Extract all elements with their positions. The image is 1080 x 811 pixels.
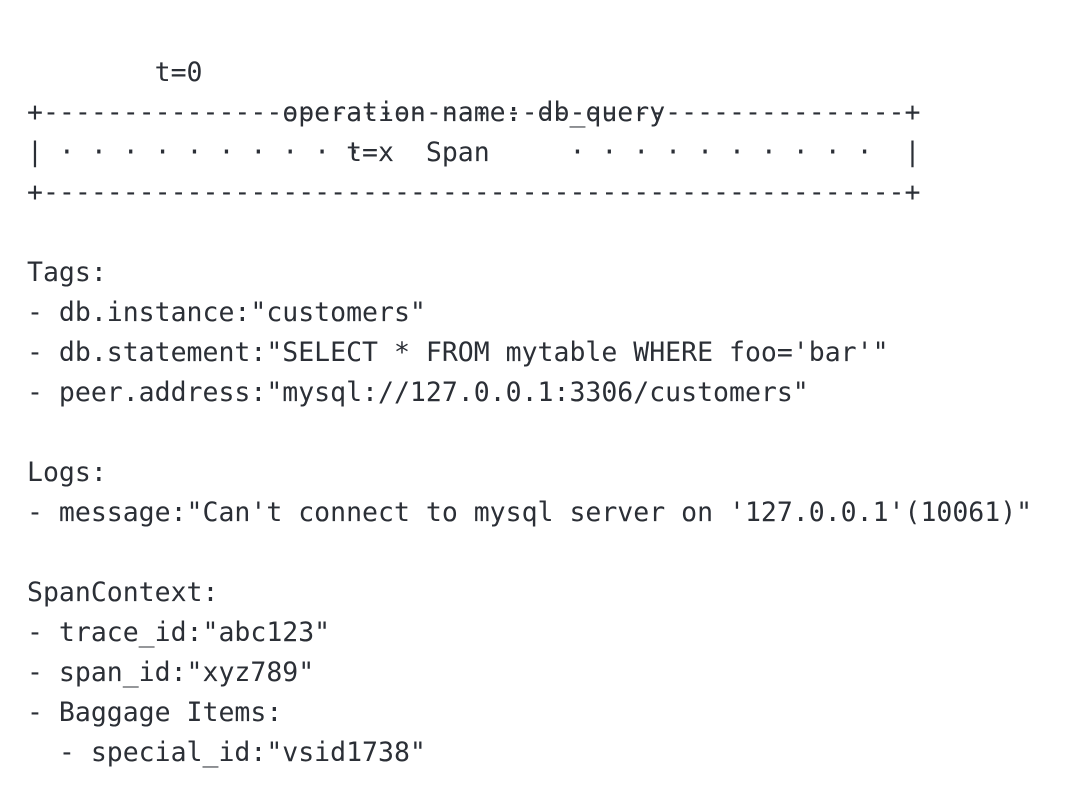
timeline-row: t=0 operation name: db_query t=x xyxy=(27,13,1080,168)
section-heading: Tags: xyxy=(27,257,107,288)
section-tags: Tags: - db.instance:"customers" - db.sta… xyxy=(27,253,1080,413)
operation-name-label: operation name: db_query xyxy=(282,97,666,128)
tag-item: - peer.address:"mysql://127.0.0.1:3306/c… xyxy=(27,377,809,408)
tag-item: - db.instance:"customers" xyxy=(27,297,426,328)
span-box-content: | · · · · · · · · · · Span · · · · · · ·… xyxy=(27,137,921,168)
span-box-bottom-border: +---------------------------------------… xyxy=(27,177,921,208)
baggage-item: - special_id:"vsid1738" xyxy=(27,737,426,768)
spancontext-item: - span_id:"xyz789" xyxy=(27,657,315,688)
timeline-end-label: t=x xyxy=(346,137,394,168)
log-item: - message:"Can't connect to mysql server… xyxy=(27,497,1033,528)
span-box-top-border: +---------------------------------------… xyxy=(27,97,921,128)
section-heading: Logs: xyxy=(27,457,107,488)
timeline-start-label: t=0 xyxy=(154,57,203,88)
span-box: +---------------------------------------… xyxy=(27,93,1080,213)
spancontext-item: - Baggage Items: xyxy=(27,697,283,728)
spancontext-item: - trace_id:"abc123" xyxy=(27,617,331,648)
section-heading: SpanContext: xyxy=(27,577,219,608)
section-logs: Logs: - message:"Can't connect to mysql … xyxy=(27,453,1080,533)
section-spancontext: SpanContext: - trace_id:"abc123" - span_… xyxy=(27,573,1080,773)
tag-item: - db.statement:"SELECT * FROM mytable WH… xyxy=(27,337,889,368)
